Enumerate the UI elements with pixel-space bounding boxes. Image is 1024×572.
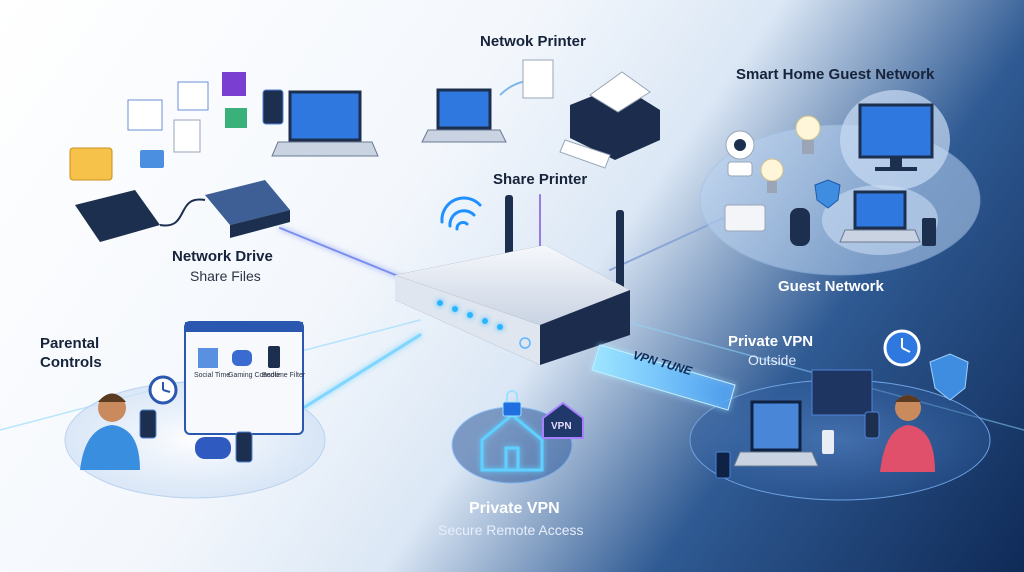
router-antenna-right [616,210,624,290]
vpn-badge-label: VPN [551,421,572,432]
label-secure-remote: Secure Remote Access [438,522,584,538]
plug-icon [724,204,766,232]
camera-icon [725,130,755,177]
laptop-icon [271,90,379,157]
label-private-vpn-outside: Private VPN [728,333,814,350]
gamepad-icon [232,350,252,366]
label-share-printer: Share Printer [493,171,588,188]
phone-icon [235,431,253,463]
clock-icon [883,329,921,367]
router-front [395,275,540,365]
label-network-drive: Network Drive [172,248,273,265]
files-cluster [69,72,247,181]
label-smart-home: Smart Home Guest Network [736,66,935,83]
printer-icon [559,71,660,169]
monitor-icon [858,103,934,171]
person-icon [864,395,935,472]
video-icon [222,72,246,96]
video-icon [225,108,247,128]
tile-gaming-label: Gaming Console [228,372,281,379]
router-icon [395,195,630,365]
label-network-printer: Netwok Printer [480,33,586,50]
label-outside: Outside [748,352,797,368]
clock-icon [148,375,178,405]
phone-icon [268,346,280,368]
phone-icon [715,451,731,479]
laptop-icon [839,190,921,243]
social-tile-icon [198,348,218,368]
router-antenna-left [505,195,513,270]
shield-icon [814,179,841,209]
vpn-badge-house [542,401,584,439]
shield-icon [929,353,969,401]
folder-icon [140,150,164,168]
label-share-files: Share Files [190,268,261,284]
bulb-icon [760,115,821,193]
document-icon [173,119,201,153]
vpn-tunnel [591,344,736,411]
tile-social-label: Social Time [194,372,231,379]
lock-icon [502,390,522,417]
house-icon [480,413,544,472]
image-icon [127,99,163,131]
document-icon [522,59,554,99]
laptop-icon [421,88,507,143]
link-parental [298,333,422,412]
parental-app-window [184,321,304,435]
remote-monitor-icon [811,369,873,416]
speaker-icon [790,208,810,246]
label-guest-network: Guest Network [778,278,884,295]
phone-icon [262,89,284,125]
gamepad-icon [195,437,231,459]
person-icon [80,393,157,470]
tile-bedtime-label: Bedtime Filter [262,372,306,379]
folder-icon [69,147,113,181]
router-top [395,245,630,325]
hard-drive-icon [75,180,290,242]
phone-icon [922,218,936,246]
phone-icon [822,430,834,454]
router-leds [437,300,503,330]
wifi-icon [440,196,482,231]
laptop-icon [733,400,819,467]
image-icon [177,81,209,111]
label-private-vpn-bottom: Private VPN [469,500,560,517]
label-parental-controls: Parental Controls [40,335,102,371]
